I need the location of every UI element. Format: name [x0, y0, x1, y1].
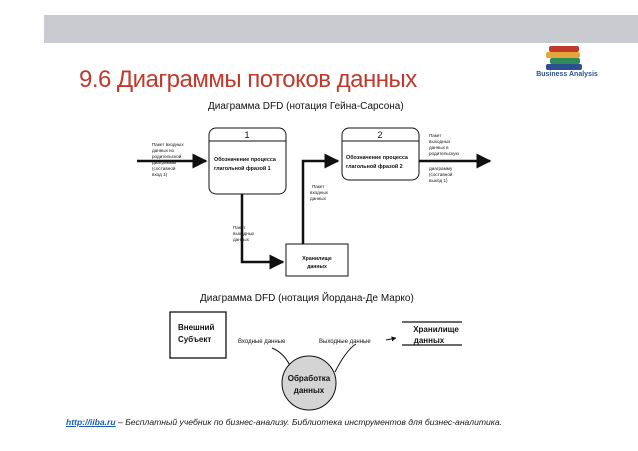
- gane-sarson-caption: Диаграмма DFD (нотация Гейна-Сарсона): [208, 101, 404, 112]
- svg-text:(составной: (составной: [152, 165, 176, 171]
- svg-text:данных: данных: [294, 386, 325, 395]
- svg-text:выходных: выходных: [429, 139, 451, 144]
- gs-process-2: 2 Обозначение процесса глагольной фразой…: [341, 127, 420, 181]
- gs-process-1-id: 1: [244, 130, 249, 140]
- svg-text:Пакет: Пакет: [233, 225, 246, 230]
- svg-text:Внешний: Внешний: [178, 323, 214, 332]
- svg-text:данных из: данных из: [152, 148, 174, 153]
- gs-process-1-label-1: Обозначение процесса: [214, 156, 277, 163]
- svg-text:Хранилище: Хранилище: [413, 325, 459, 334]
- svg-text:Обработка: Обработка: [288, 374, 331, 383]
- gs-process-1-label-2: глагольной фразой 1: [214, 165, 271, 172]
- yd-output-curve: [334, 343, 357, 373]
- svg-text:выход 1): выход 1): [429, 178, 448, 183]
- books-icon: [546, 46, 582, 70]
- footer-text: – Бесплатный учебник по бизнес-анализу. …: [115, 417, 503, 427]
- svg-text:данных в: данных в: [429, 145, 449, 150]
- svg-text:выходных: выходных: [233, 231, 255, 236]
- business-analysis-logo: Business Analysis: [526, 46, 608, 88]
- gs-process-1: 1 Обозначение процесса глагольной фразой…: [208, 127, 287, 195]
- gs-input2-arrow: [301, 153, 340, 244]
- gs-data-store: Хранилище данных: [285, 243, 349, 277]
- header-bar: [44, 15, 638, 43]
- svg-text:Субъект: Субъект: [178, 335, 211, 344]
- yd-process: Обработка данных: [281, 355, 337, 411]
- footer: http://iiba.ru – Бесплатный учебник по б…: [66, 417, 502, 427]
- footer-link[interactable]: http://iiba.ru: [66, 417, 116, 427]
- svg-text:диаграммы: диаграммы: [152, 160, 176, 165]
- yd-input-label: Входные данные: [238, 339, 286, 345]
- svg-text:родительской: родительской: [152, 153, 182, 159]
- svg-text:вход 1): вход 1): [152, 172, 168, 177]
- gs-output1-note: Пакет выходных данных: [233, 225, 255, 242]
- svg-text:данных: данных: [310, 196, 327, 201]
- svg-text:входных: входных: [310, 190, 329, 195]
- svg-text:данных: данных: [233, 237, 250, 242]
- gs-process-2-id: 2: [377, 130, 382, 140]
- svg-text:Пакет входных: Пакет входных: [152, 142, 184, 147]
- gs-output1-arrow: [240, 194, 285, 270]
- title-number: 9.6: [79, 66, 111, 93]
- yd-external-entity: Внешний Субъект: [169, 311, 227, 359]
- svg-text:данных: данных: [307, 264, 327, 270]
- svg-text:данных: данных: [414, 336, 445, 345]
- yourdon-caption: Диаграмма DFD (нотация Йордана-Де Марко): [200, 293, 414, 304]
- svg-text:Хранилище: Хранилище: [302, 256, 332, 262]
- svg-text:(составной: (составной: [429, 171, 453, 177]
- logo-text: Business Analysis: [536, 71, 598, 78]
- yd-data-store: Хранилище данных: [402, 321, 462, 346]
- title-text: Диаграммы потоков данных: [116, 66, 417, 93]
- gs-input-note: Пакет входных данных из родительской диа…: [152, 142, 184, 177]
- gs-process-2-label-2: глагольной фразой 2: [346, 163, 403, 170]
- yd-output-arrow: [385, 336, 397, 342]
- svg-text:Пакет: Пакет: [429, 133, 442, 138]
- yd-output-label: Выходные данные: [319, 339, 371, 345]
- svg-text:диаграмму: диаграмму: [429, 166, 453, 171]
- svg-text:Пакет: Пакет: [312, 184, 325, 189]
- gs-output-note: Пакет выходных данных в родительскую диа…: [429, 133, 459, 183]
- svg-text:родительскую: родительскую: [429, 151, 459, 156]
- gs-process-2-label-1: Обозначение процесса: [346, 154, 409, 161]
- gs-input2-note: Пакет входных данных: [310, 184, 329, 201]
